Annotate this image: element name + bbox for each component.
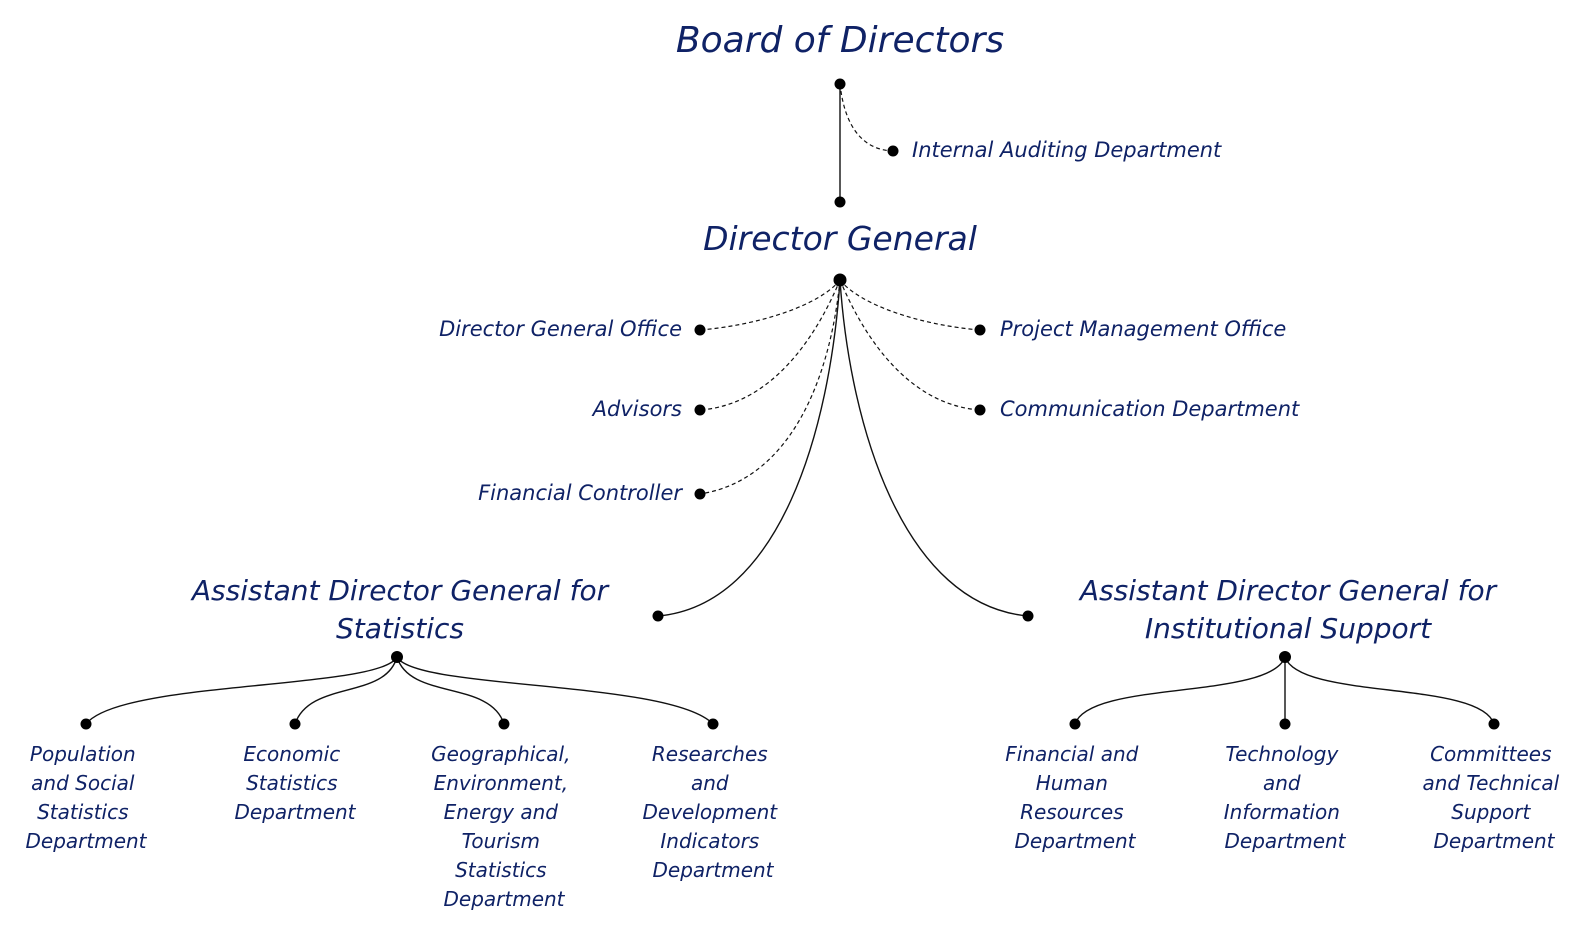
dg-top-dot <box>834 196 846 208</box>
board-to-audit-connector <box>839 83 894 152</box>
stats-dot <box>391 651 403 663</box>
researches-development-label: Researches and Development Indicators De… <box>643 742 784 882</box>
support-dept-3-dot <box>1488 718 1500 730</box>
nodes <box>80 78 1500 730</box>
connectors <box>85 83 1495 725</box>
adg-statistics-label-line-2: Statistics <box>336 612 464 645</box>
advisors-label: Advisors <box>591 397 682 421</box>
stats-to-dept-3-connector <box>396 656 505 725</box>
labels: Board of Directors Internal Auditing Dep… <box>25 20 1565 911</box>
adg-statistics-label-line-1: Assistant Director General for <box>190 574 610 607</box>
stats-to-dept-4-connector <box>396 656 714 725</box>
adg-support-label-line-1: Assistant Director General for <box>1078 574 1498 607</box>
stats-dept-4-dot <box>707 718 719 730</box>
communication-dot <box>974 404 986 416</box>
stats-to-dept-1-connector <box>85 656 398 725</box>
economic-statistics-label: Economic Statistics Department <box>234 742 356 824</box>
dg-to-support-branch-connector <box>839 279 1029 617</box>
support-branch-dot <box>1022 610 1034 622</box>
dg-office-dot <box>694 324 706 336</box>
advisors-dot <box>694 404 706 416</box>
communication-department-label: Communication Department <box>1000 397 1300 421</box>
director-general-office-label: Director General Office <box>439 317 682 341</box>
dg-to-advisors-connector <box>699 279 841 411</box>
dg-to-communication-connector <box>839 279 981 411</box>
project-management-office-label: Project Management Office <box>1000 317 1286 341</box>
dg-to-financial-controller-connector <box>699 279 841 495</box>
adg-support-label-line-2: Institutional Support <box>1145 612 1432 645</box>
dg-to-statistics-branch-connector <box>657 279 841 617</box>
audit-dot <box>887 145 899 157</box>
support-dept-1-dot <box>1069 718 1081 730</box>
director-general-label: Director General <box>703 219 977 258</box>
financial-controller-label: Financial Controller <box>478 481 683 505</box>
board-dot <box>834 78 846 90</box>
internal-auditing-label: Internal Auditing Department <box>912 138 1222 162</box>
stats-dept-1-dot <box>80 718 92 730</box>
financial-controller-dot <box>694 488 706 500</box>
technology-information-label: Technology and Information Department <box>1224 742 1347 853</box>
support-to-dept-1-connector <box>1074 656 1286 725</box>
population-social-statistics-label: Population and Social Statistics Departm… <box>25 742 147 853</box>
dg-to-office-connector <box>699 279 841 331</box>
pmo-dot <box>974 324 986 336</box>
support-to-dept-3-connector <box>1284 656 1495 725</box>
dg-to-pmo-connector <box>839 279 981 331</box>
stats-dept-2-dot <box>289 718 301 730</box>
board-of-directors-label: Board of Directors <box>676 20 1004 61</box>
support-dot <box>1279 651 1291 663</box>
geographical-environment-label: Geographical, Environment, Energy and To… <box>431 742 577 911</box>
stats-to-dept-2-connector <box>294 656 398 725</box>
dg-dot <box>833 273 847 287</box>
stats-dept-3-dot <box>498 718 510 730</box>
support-dept-2-dot <box>1279 718 1291 730</box>
committees-technical-support-label: Committees and Technical Support Departm… <box>1422 742 1565 853</box>
financial-human-resources-label: Financial and Human Resources Department <box>1005 742 1144 853</box>
stats-branch-dot <box>652 610 664 622</box>
